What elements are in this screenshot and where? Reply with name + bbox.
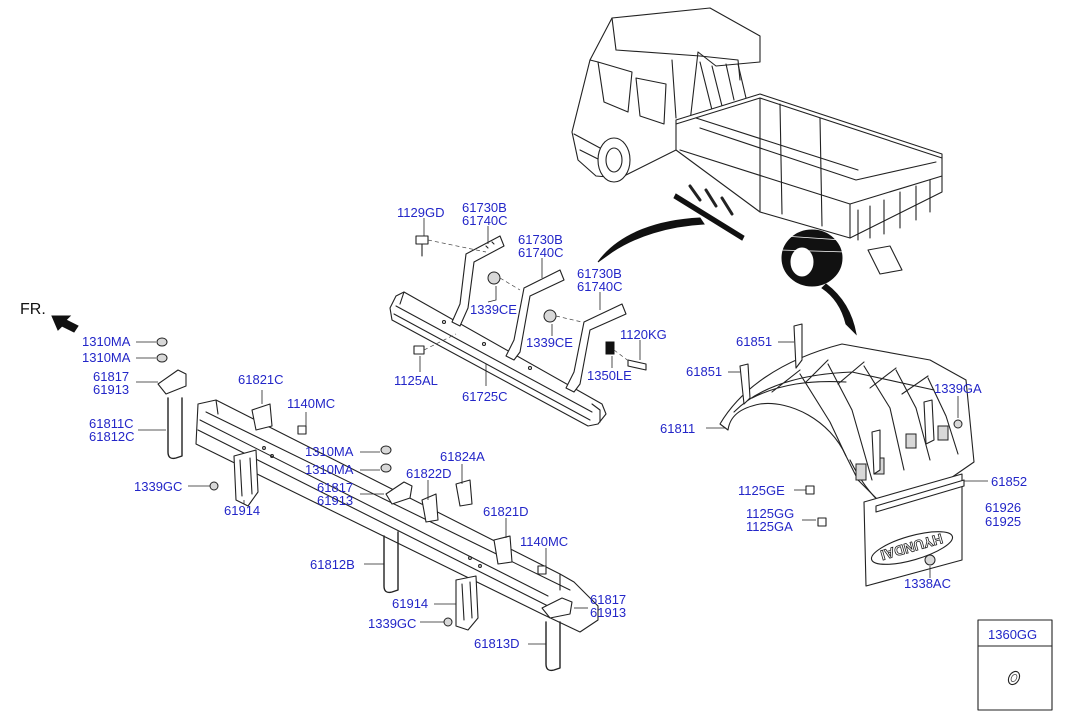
leader-lines bbox=[136, 218, 988, 645]
step-bracket-3 bbox=[565, 303, 627, 393]
front-arrow-icon bbox=[51, 315, 79, 333]
part-labels: 1129GD 61730B 61740C 61730B 61740C 61730… bbox=[82, 200, 1027, 651]
front-direction-indicator: FR. bbox=[20, 301, 79, 333]
side-step-bar bbox=[389, 291, 607, 427]
label-1338AC: 1338AC bbox=[904, 576, 951, 591]
label-1339GC-2: 1339GC bbox=[368, 616, 416, 631]
kit-box: 1360GG bbox=[977, 619, 1053, 711]
label-61914-2: 61914 bbox=[392, 596, 428, 611]
label-61817-1: 61817 bbox=[93, 369, 129, 384]
label-61926: 61926 bbox=[985, 500, 1021, 515]
u-bolt-front bbox=[167, 397, 183, 460]
step-bracket-1 bbox=[451, 235, 505, 327]
front-label: FR. bbox=[20, 301, 46, 318]
label-61851-1: 61851 bbox=[736, 334, 772, 349]
label-1339CE-1: 1339CE bbox=[470, 302, 517, 317]
rear-fender-assembly: HYUNDAI bbox=[719, 323, 975, 587]
label-1339CE-2: 1339CE bbox=[526, 335, 573, 350]
label-61817-3: 61817 bbox=[590, 592, 626, 607]
label-61725C: 61725C bbox=[462, 389, 508, 404]
label-61740C-3: 61740C bbox=[577, 279, 623, 294]
label-61913-1: 61913 bbox=[93, 382, 129, 397]
label-1310MA-2: 1310MA bbox=[82, 350, 131, 365]
label-1140MC-2: 1140MC bbox=[520, 534, 568, 549]
label-1339GC-1: 1339GC bbox=[134, 479, 182, 494]
side-step-assembly bbox=[389, 235, 647, 427]
label-61851-2: 61851 bbox=[686, 364, 722, 379]
label-1125GE: 1125GE bbox=[738, 483, 785, 498]
label-1350LE: 1350LE bbox=[587, 368, 632, 383]
label-1310MA-3: 1310MA bbox=[305, 444, 354, 459]
frame-rail bbox=[195, 399, 599, 633]
frame-rail-assembly bbox=[156, 337, 599, 672]
label-1129GD: 1129GD bbox=[397, 205, 444, 220]
truck-illustration bbox=[571, 7, 943, 336]
label-61812B: 61812B bbox=[310, 557, 355, 572]
label-1310MA-4: 1310MA bbox=[305, 462, 354, 477]
label-61913-2: 61913 bbox=[317, 493, 353, 508]
label-61821D: 61821D bbox=[483, 504, 529, 519]
label-61925: 61925 bbox=[985, 514, 1021, 529]
label-61913-3: 61913 bbox=[590, 605, 626, 620]
label-1310MA-1: 1310MA bbox=[82, 334, 131, 349]
grommet-icon bbox=[1007, 670, 1021, 686]
label-61740C-1: 61740C bbox=[462, 213, 508, 228]
label-1125GG: 1125GG bbox=[746, 506, 794, 521]
label-1125AL: 1125AL bbox=[394, 373, 438, 388]
rear-fender bbox=[719, 343, 975, 505]
label-1125GA: 1125GA bbox=[746, 519, 793, 534]
u-bolt-rear bbox=[545, 621, 561, 672]
label-1120KG: 1120KG bbox=[620, 327, 667, 342]
label-61824A: 61824A bbox=[440, 449, 485, 464]
label-61811: 61811 bbox=[660, 421, 695, 436]
label-61821C: 61821C bbox=[238, 372, 284, 387]
u-bolt-middle bbox=[383, 531, 399, 594]
step-bracket-2 bbox=[505, 269, 565, 361]
label-61822D: 61822D bbox=[406, 466, 452, 481]
label-61812C: 61812C bbox=[89, 429, 135, 444]
label-61730B-2: 61730B bbox=[518, 232, 563, 247]
label-61730B-1: 61730B bbox=[462, 200, 507, 215]
label-61813D: 61813D bbox=[474, 636, 520, 651]
kit-box-label: 1360GG bbox=[988, 627, 1037, 642]
label-61852: 61852 bbox=[991, 474, 1027, 489]
label-61730B-3: 61730B bbox=[577, 266, 622, 281]
label-1140MC-1: 1140MC bbox=[287, 396, 335, 411]
label-61914-1: 61914 bbox=[224, 503, 260, 518]
label-61811C: 61811C bbox=[89, 416, 134, 431]
label-61740C-2: 61740C bbox=[518, 245, 564, 260]
label-61817-2: 61817 bbox=[317, 480, 353, 495]
label-1339GA: 1339GA bbox=[934, 381, 982, 396]
